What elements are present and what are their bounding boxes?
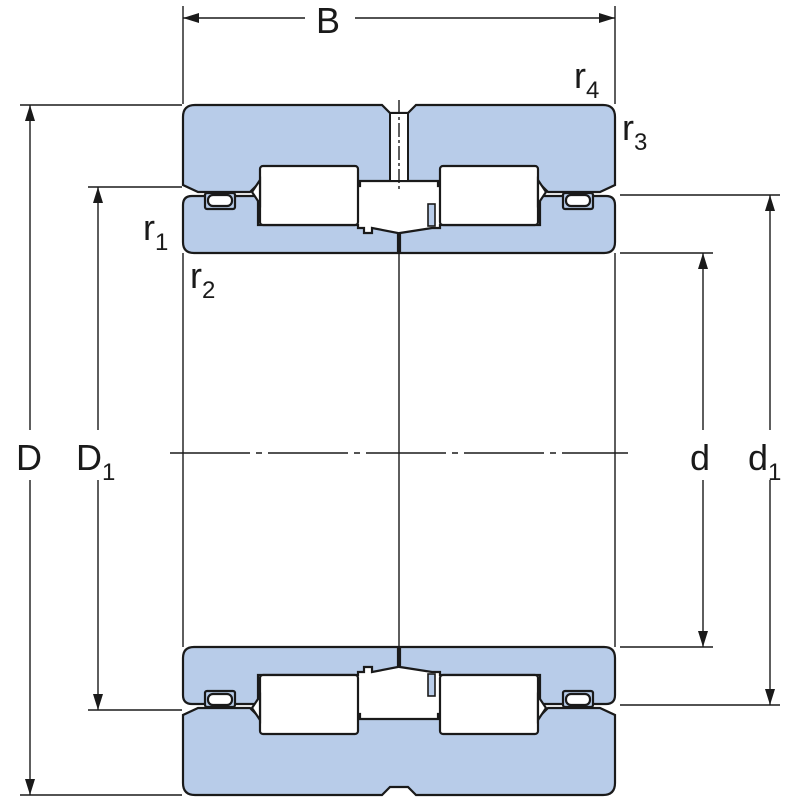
label-r2: r2 (190, 255, 215, 304)
dimension-d1 (620, 194, 780, 706)
dimension-d (620, 252, 713, 648)
bearing-bottom-section (181, 645, 617, 797)
label-r3: r3 (622, 107, 647, 156)
lubrication-hole (389, 100, 409, 190)
label-r4: r4 (574, 55, 599, 104)
bore-lines (182, 253, 616, 647)
label-r1: r1 (143, 207, 168, 256)
dimension-B (182, 6, 616, 104)
label-d: d (690, 437, 710, 478)
label-D1: D1 (76, 437, 115, 486)
label-B: B (316, 0, 340, 41)
dimension-D (20, 104, 182, 796)
label-D: D (16, 437, 42, 478)
dimension-D1 (88, 186, 182, 711)
label-d1: d1 (748, 437, 781, 486)
